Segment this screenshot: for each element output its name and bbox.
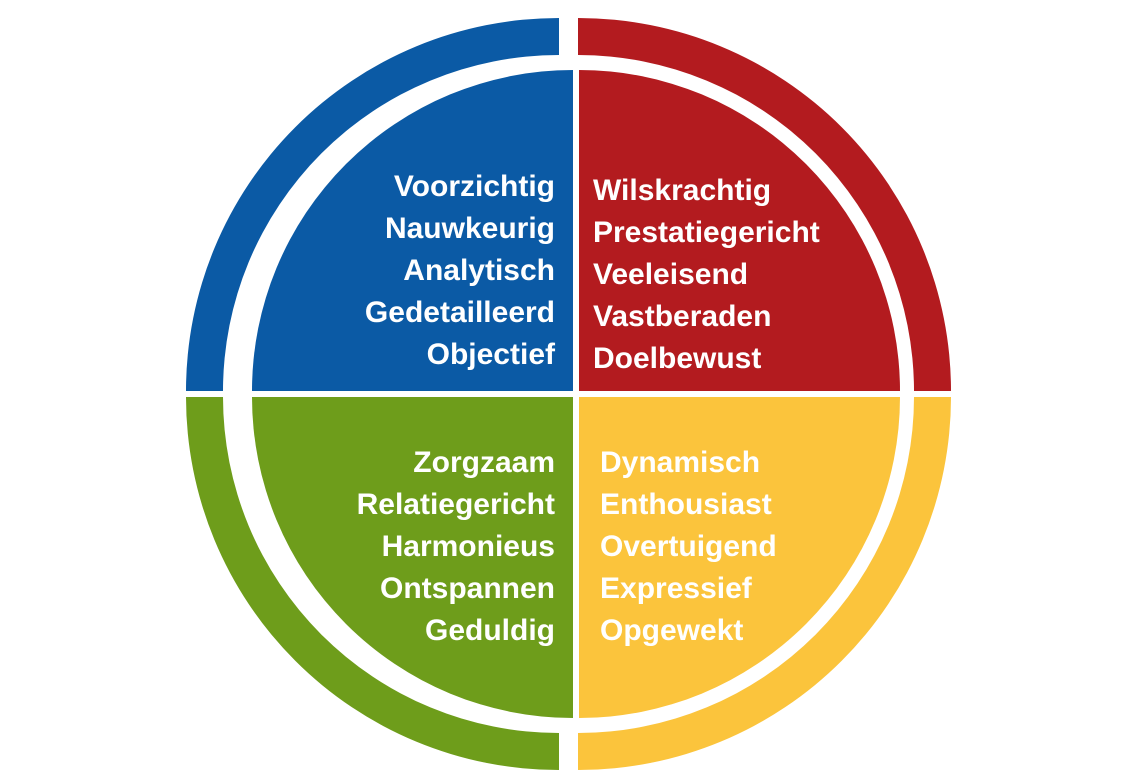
trait-label: Prestatiegericht [593,216,820,249]
trait-label: Gedetailleerd [364,296,555,329]
trait-label: Dynamisch [600,446,761,479]
trait-label: Relatiegericht [356,488,555,521]
blue-inner-quadrant [252,70,573,391]
trait-label: Analytisch [403,254,555,287]
trait-label: Voorzichtig [393,170,555,203]
trait-label: Expressief [600,572,752,605]
blue-quadrant-traits: Voorzichtig Nauwkeurig Analytisch Gedeta… [365,166,555,376]
trait-label: Doelbewust [593,342,762,375]
yellow-outer-ring [578,397,951,770]
trait-label: Veeleisend [593,258,749,291]
blue-outer-ring [186,18,559,391]
green-inner-quadrant [252,397,573,718]
trait-label: Enthousiast [600,488,772,521]
red-outer-ring [578,18,951,391]
green-outer-ring [186,397,559,770]
trait-label: Opgewekt [600,614,744,647]
trait-label: Wilskrachtig [593,174,772,207]
trait-label: Objectief [426,338,555,371]
trait-label: Zorgzaam [413,446,555,479]
trait-label: Geduldig [425,614,555,647]
yellow-quadrant-traits: Dynamisch Enthousiast Overtuigend Expres… [600,442,777,652]
red-quadrant-traits: Wilskrachtig Prestatiegericht Veeleisend… [593,170,820,380]
red-inner-quadrant [579,70,900,391]
green-quadrant-traits: Zorgzaam Relatiegericht Harmonieus Ontsp… [357,442,555,652]
trait-label: Overtuigend [600,530,777,563]
trait-label: Vastberaden [593,300,772,333]
trait-label: Ontspannen [379,572,555,605]
trait-label: Nauwkeurig [384,212,555,245]
yellow-inner-quadrant [579,397,900,718]
trait-label: Harmonieus [381,530,555,563]
